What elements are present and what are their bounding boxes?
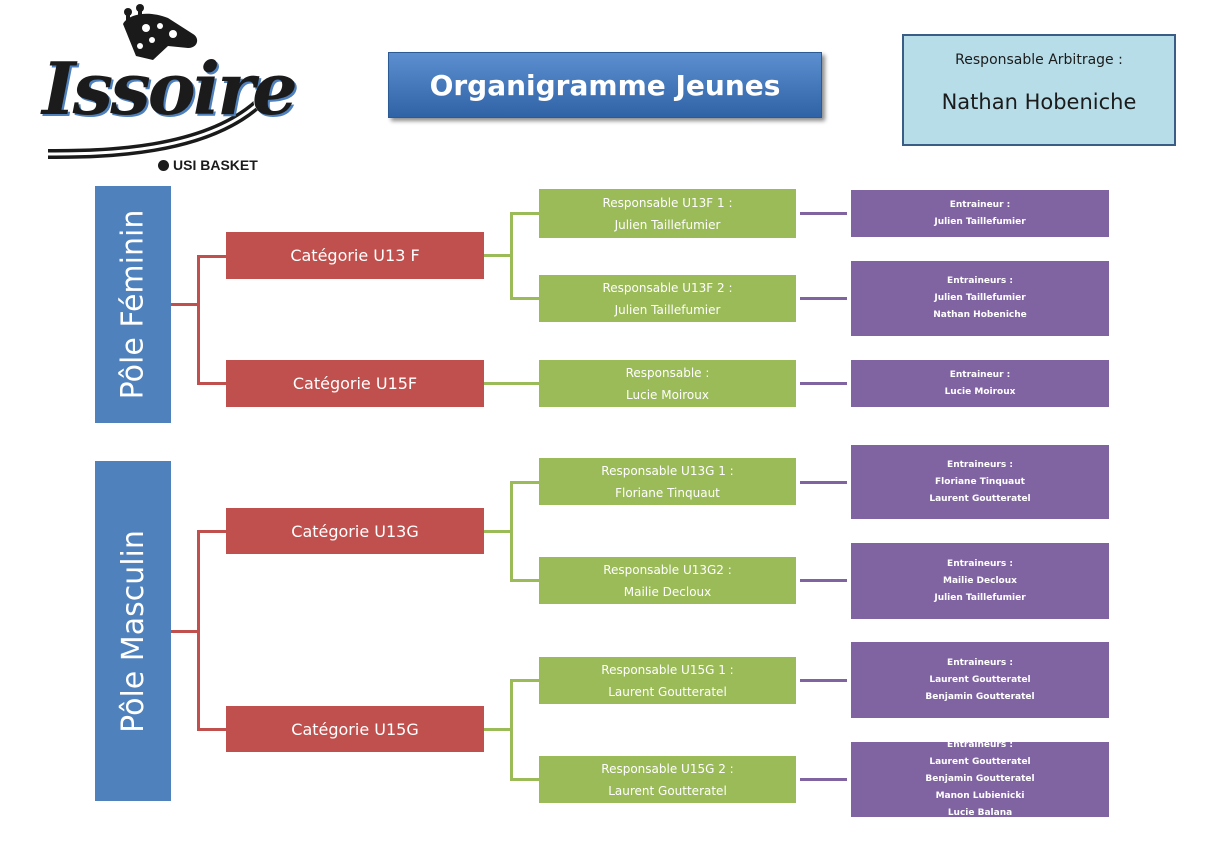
coach-title: Entraineurs : [947,742,1013,750]
category-u13f: Catégorie U13 F [226,232,484,279]
connector [171,303,199,306]
coach-box: Entraineurs : Mailie Decloux Julien Tail… [851,543,1109,619]
manager-box: Responsable U13G2 : Mailie Decloux [539,557,796,604]
coach-name: Laurent Goutteratel [929,493,1031,504]
connector [197,530,200,731]
coach-name: Laurent Goutteratel [929,757,1031,767]
category-u15g: Catégorie U15G [226,706,484,752]
coach-name: Manon Lubienicki [935,791,1025,801]
connector [197,728,226,731]
connector [197,255,200,385]
coach-name: Julien Taillefumier [934,216,1026,227]
pole-masculin-label: Pôle Masculin [115,529,151,733]
connector [510,297,539,300]
referee-box: Responsable Arbitrage : Nathan Hobeniche [902,34,1176,146]
pole-feminin: Pôle Féminin [95,186,171,423]
connector [484,382,539,385]
coach-name: Lucie Balana [947,808,1013,817]
referee-name: Nathan Hobeniche [941,90,1137,114]
connector [510,481,513,581]
connector [800,481,847,484]
coach-box: Entraineur : Julien Taillefumier [851,190,1109,237]
coach-name: Julien Taillefumier [934,592,1026,603]
manager-title: Responsable : [625,365,710,380]
manager-name: Julien Taillefumier [614,217,721,232]
connector [800,778,847,781]
manager-box: Responsable U15G 2 : Laurent Goutteratel [539,756,796,803]
connector [197,255,226,258]
club-logo: Issoire USI BASKET [28,4,298,184]
category-u15f: Catégorie U15F [226,360,484,407]
coach-box: Entraineurs : Laurent Goutteratel Benjam… [851,642,1109,718]
coach-name: Mailie Decloux [943,575,1017,586]
coach-name: Benjamin Goutteratel [925,774,1035,784]
connector [197,530,226,533]
coach-name: Julien Taillefumier [934,293,1026,303]
coach-box: Entraineurs : Floriane Tinquaut Laurent … [851,445,1109,519]
coach-title: Entraineur : [949,199,1011,210]
connector [484,728,512,731]
coach-title: Entraineurs : [947,558,1013,569]
connector [510,212,539,215]
pole-masculin: Pôle Masculin [95,461,171,801]
coach-name: Nathan Hobeniche [933,310,1027,320]
connector [800,297,847,300]
manager-title: Responsable U13G 1 : [601,463,734,478]
manager-name: Laurent Goutteratel [608,684,727,699]
coach-box: Entraineurs : Laurent Goutteratel Benjam… [851,742,1109,817]
connector [510,679,513,780]
logo-club-text: USI BASKET [158,157,258,173]
giraffe-logo-graphic [47,4,267,159]
connector [510,212,513,299]
logo-club-label: USI BASKET [173,157,258,173]
coach-title: Entraineur : [949,369,1011,380]
manager-name: Lucie Moiroux [626,387,709,402]
connector [197,382,226,385]
coach-box: Entraineur : Lucie Moiroux [851,360,1109,407]
pole-feminin-label: Pôle Féminin [115,209,151,400]
logo-script-text: Issoire [42,46,298,131]
connector [484,530,512,533]
basketball-icon [158,159,169,171]
manager-box: Responsable U13G 1 : Floriane Tinquaut [539,458,796,505]
category-u13g: Catégorie U13G [226,508,484,554]
manager-name: Julien Taillefumier [614,302,721,317]
manager-box: Responsable : Lucie Moiroux [539,360,796,407]
manager-title: Responsable U15G 1 : [601,662,734,677]
manager-title: Responsable U13G2 : [603,562,732,577]
coach-title: Entraineurs : [947,459,1013,470]
connector [510,679,539,682]
manager-name: Laurent Goutteratel [608,783,727,798]
coach-title: Entraineurs : [947,276,1013,286]
connector [510,579,539,582]
manager-name: Mailie Decloux [623,584,712,599]
coach-name: Floriane Tinquaut [935,476,1025,487]
coach-name: Laurent Goutteratel [929,674,1031,685]
manager-title: Responsable U13F 1 : [602,195,733,210]
manager-box: Responsable U15G 1 : Laurent Goutteratel [539,657,796,704]
connector [171,630,199,633]
coach-name: Lucie Moiroux [944,386,1016,397]
page-title: Organigramme Jeunes [388,52,822,118]
coach-name: Benjamin Goutteratel [925,691,1035,702]
connector [510,481,539,484]
manager-box: Responsable U13F 2 : Julien Taillefumier [539,275,796,322]
manager-name: Floriane Tinquaut [615,485,720,500]
connector [800,212,847,215]
manager-title: Responsable U13F 2 : [602,280,733,295]
connector [800,382,847,385]
manager-box: Responsable U13F 1 : Julien Taillefumier [539,189,796,238]
referee-label: Responsable Arbitrage : [955,52,1123,68]
coach-box: Entraineurs : Julien Taillefumier Nathan… [851,261,1109,336]
connector [800,579,847,582]
connector [800,679,847,682]
connector [484,254,512,257]
connector [510,778,539,781]
coach-title: Entraineurs : [947,657,1013,668]
manager-title: Responsable U15G 2 : [601,761,734,776]
